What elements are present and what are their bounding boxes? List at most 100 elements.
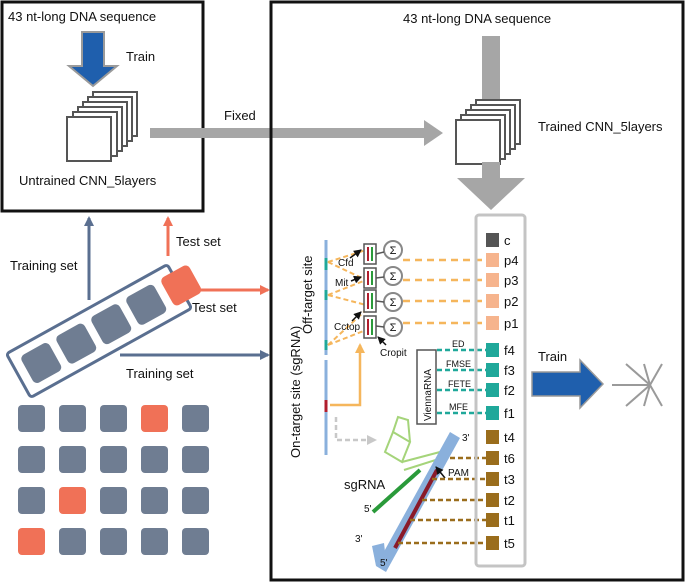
mit-label: Mit bbox=[335, 278, 349, 289]
train-sample bbox=[18, 446, 45, 473]
train-sample bbox=[100, 528, 127, 555]
feature-c-label: c bbox=[504, 233, 511, 248]
site-strands: Off-target site On-target site (sgRNA) bbox=[288, 240, 486, 458]
train-sample bbox=[18, 487, 45, 514]
feature-t3-swatch bbox=[486, 472, 499, 486]
feature-f2-label: f2 bbox=[504, 383, 515, 398]
training-set-right-label: Training set bbox=[126, 366, 194, 381]
train-sample bbox=[59, 405, 86, 432]
energy-features: ViennaRNA ED FMSE FETE MFE bbox=[416, 339, 486, 425]
train-sample bbox=[59, 446, 86, 473]
final-train-arrow bbox=[531, 358, 605, 410]
vienna-label: ViennaRNA bbox=[423, 369, 434, 421]
ed-label: ED bbox=[452, 339, 465, 349]
feature-p3: p3 bbox=[486, 273, 518, 288]
sample-grid bbox=[18, 405, 209, 555]
pretraining-frame bbox=[0, 0, 205, 213]
feature-f1: f1 bbox=[486, 406, 515, 421]
train-sample bbox=[182, 405, 209, 432]
model-tree-icon bbox=[612, 363, 663, 407]
fixed-transfer: Fixed bbox=[150, 108, 443, 146]
feature-p3-swatch bbox=[486, 273, 499, 287]
cctop-label: Cctop bbox=[334, 322, 361, 333]
sequence-down-arrow bbox=[473, 36, 509, 118]
cropit-label: Cropit bbox=[380, 348, 407, 359]
feature-p4-swatch bbox=[486, 253, 499, 267]
cfd-label: Cfd bbox=[338, 258, 354, 269]
train-sample bbox=[59, 528, 86, 555]
train-sample bbox=[141, 528, 168, 555]
feature-p1: p1 bbox=[486, 316, 518, 331]
feature-f2: f2 bbox=[486, 383, 515, 398]
feature-f4-label: f4 bbox=[504, 343, 515, 358]
train-sample bbox=[182, 528, 209, 555]
left-train-arrow bbox=[66, 31, 120, 88]
feature-f3-label: f3 bbox=[504, 363, 515, 378]
svg-text:Σ: Σ bbox=[390, 245, 397, 257]
svg-text:Σ: Σ bbox=[390, 271, 397, 283]
feature-p2-label: p2 bbox=[504, 294, 518, 309]
feature-t5: t5 bbox=[486, 536, 515, 551]
feature-p1-label: p1 bbox=[504, 316, 518, 331]
prediction-frame bbox=[269, 0, 685, 582]
test-set-right-label: Test set bbox=[192, 300, 237, 315]
untrained-model-label: Untrained CNN_5layers bbox=[19, 173, 157, 188]
fete-label: FETE bbox=[448, 379, 471, 389]
vienna-box bbox=[416, 349, 437, 425]
feature-t2-label: t2 bbox=[504, 493, 515, 508]
sgrna-label: sgRNA bbox=[344, 477, 386, 492]
feature-c: c bbox=[486, 233, 511, 248]
feature-p4: p4 bbox=[486, 253, 518, 268]
pretraining-panel: 43 nt-long DNA sequence Train Untrained … bbox=[0, 0, 205, 213]
train-sample bbox=[18, 405, 45, 432]
feature-t4-label: t4 bbox=[504, 430, 515, 445]
train-sample bbox=[141, 446, 168, 473]
train-sample bbox=[100, 405, 127, 432]
dna-5prime-bottom: 5' bbox=[380, 558, 388, 569]
training-set-up-label: Training set bbox=[10, 258, 78, 273]
train-sample bbox=[182, 487, 209, 514]
feature-t1-label: t1 bbox=[504, 513, 515, 528]
feature-t6-label: t6 bbox=[504, 451, 515, 466]
test-sample bbox=[18, 528, 45, 555]
sgrna-route bbox=[334, 417, 377, 445]
feature-f3-swatch bbox=[486, 363, 499, 377]
sgrna-5prime-left: 5' bbox=[364, 504, 372, 515]
mfe-label: MFE bbox=[449, 402, 468, 412]
feature-c-swatch bbox=[486, 233, 499, 247]
train-sample bbox=[100, 487, 127, 514]
feature-f1-label: f1 bbox=[504, 406, 515, 421]
feature-p1-swatch bbox=[486, 316, 499, 330]
feature-t5-swatch bbox=[486, 536, 499, 550]
score-bars bbox=[363, 243, 377, 339]
feature-p2: p2 bbox=[486, 294, 518, 309]
sgrna-structure: PAM sgRNA 3' 5' 3' 5' bbox=[344, 415, 470, 572]
test-sample bbox=[141, 405, 168, 432]
final-training: Train bbox=[531, 349, 663, 410]
feature-column-frame bbox=[474, 213, 527, 568]
left-sequence-title: 43 nt-long DNA sequence bbox=[8, 9, 156, 24]
final-train-label: Train bbox=[538, 349, 567, 364]
sgrna-3prime-top: 3' bbox=[462, 433, 470, 444]
sum-nodes: Σ Σ Σ Σ bbox=[383, 240, 403, 337]
feature-t6-swatch bbox=[486, 451, 499, 465]
pam-label: PAM bbox=[448, 468, 469, 479]
data-split: Training set Test set Test set Training … bbox=[5, 216, 270, 555]
feature-f4-swatch bbox=[486, 343, 499, 357]
on-target-route bbox=[330, 343, 365, 407]
feature-p3-label: p3 bbox=[504, 273, 518, 288]
feature-p4-label: p4 bbox=[504, 253, 518, 268]
feature-t6: t6 bbox=[486, 451, 515, 466]
feature-t4: t4 bbox=[486, 430, 515, 445]
svg-text:Σ: Σ bbox=[390, 322, 397, 334]
feature-f4: f4 bbox=[486, 343, 515, 358]
right-sequence-title: 43 nt-long DNA sequence bbox=[403, 11, 551, 26]
feature-t1: t1 bbox=[486, 513, 515, 528]
dataset-tray bbox=[5, 264, 202, 398]
dna-3prime-left: 3' bbox=[355, 534, 363, 545]
train-sample bbox=[100, 446, 127, 473]
feature-f3: f3 bbox=[486, 363, 515, 378]
feature-t4-swatch bbox=[486, 430, 499, 444]
fmse-label: FMSE bbox=[446, 359, 471, 369]
feature-f1-swatch bbox=[486, 406, 499, 420]
